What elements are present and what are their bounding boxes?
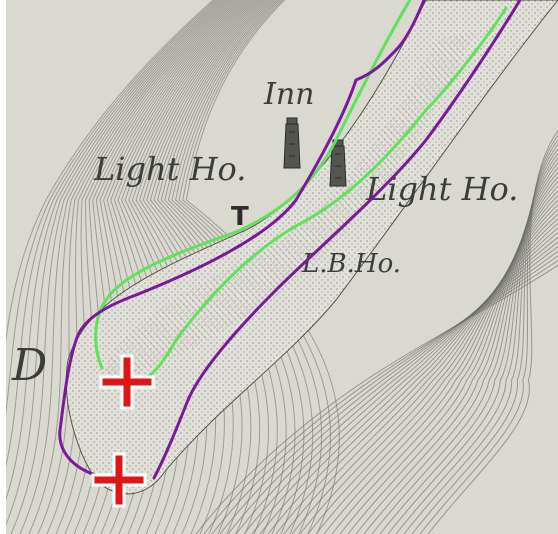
contour-line [139, 0, 262, 534]
contour-line [153, 0, 269, 534]
route-green-inner[interactable] [144, 6, 508, 380]
contour-line [185, 0, 340, 534]
label-inn: Inn [263, 77, 315, 112]
contour-line [6, 0, 218, 468]
label-lbho: L.B.Ho. [301, 249, 401, 279]
lighthouse-icon [329, 139, 347, 187]
contour-line [135, 0, 260, 534]
historic-map[interactable]: Inn Light Ho. Light Ho. L.B.Ho. D T [6, 0, 558, 534]
contour-line [149, 0, 267, 534]
lighthouse-icon [283, 117, 301, 169]
contour-line [175, 0, 314, 534]
contour-line [6, 0, 216, 416]
contour-line [243, 236, 558, 534]
contour-line [37, 0, 229, 534]
contour-line [19, 0, 225, 534]
contour-line [142, 0, 264, 534]
shingle-hatched-area [106, 30, 476, 380]
red-cross-marker[interactable] [91, 452, 147, 508]
contour-line [427, 129, 558, 534]
contour-line [171, 0, 305, 534]
contour-line [128, 0, 257, 534]
route-purple-inner[interactable] [152, 0, 522, 480]
label-edge-letter: D [11, 340, 47, 391]
contour-line [131, 0, 258, 534]
label-light-ho-left: Light Ho. [93, 150, 246, 188]
contour-line [164, 0, 287, 534]
route-green-outer[interactable] [94, 0, 412, 370]
land-contour-lines [195, 129, 558, 534]
map-viewport[interactable]: Inn Light Ho. Light Ho. L.B.Ho. D T [6, 0, 558, 534]
contour-line [46, 0, 231, 534]
red-cross-marker[interactable] [99, 354, 155, 410]
contour-line [157, 0, 271, 534]
contour-line [146, 0, 266, 534]
contour-line [6, 0, 214, 343]
telephone-T-symbol: T [231, 202, 249, 232]
contour-line [6, 0, 222, 526]
contour-line [160, 0, 278, 534]
contour-line [251, 232, 558, 534]
contour-line [10, 0, 224, 534]
contour-line [6, 0, 220, 501]
contour-line [182, 0, 331, 534]
contour-line [28, 0, 227, 534]
contour-line [178, 0, 323, 534]
route-purple-outer[interactable] [58, 0, 426, 480]
contour-line [235, 241, 558, 534]
label-light-ho-right: Light Ho. [365, 170, 518, 208]
